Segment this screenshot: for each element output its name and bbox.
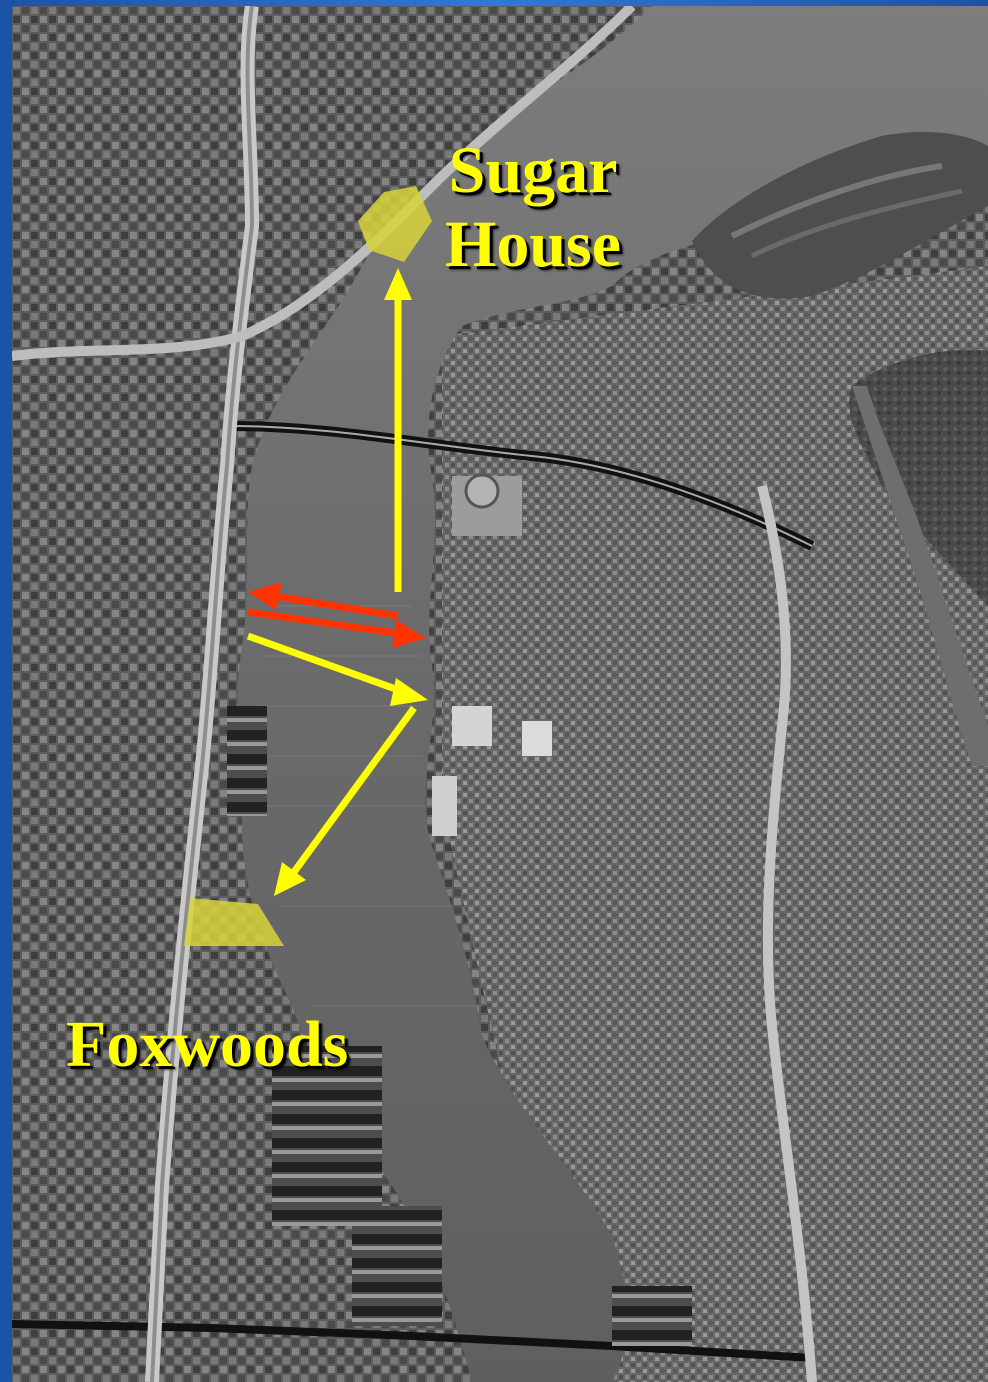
foxwoods-label: Foxwoods: [66, 1008, 349, 1081]
sugar-house-site: [358, 186, 432, 262]
sugar-house-label-line1: Sugar: [448, 134, 618, 207]
aerial-map: [12, 6, 988, 1382]
sugar-house-label-line2: House: [445, 208, 622, 281]
arrow-to-sugar-house: [384, 268, 412, 592]
red-double-arrow: [247, 582, 426, 648]
sugar-house-label: Sugar House: [445, 134, 621, 282]
arrow-to-foxwoods: [274, 705, 417, 896]
foxwoods-site: [184, 898, 284, 946]
arrow-to-camden: [246, 632, 428, 706]
